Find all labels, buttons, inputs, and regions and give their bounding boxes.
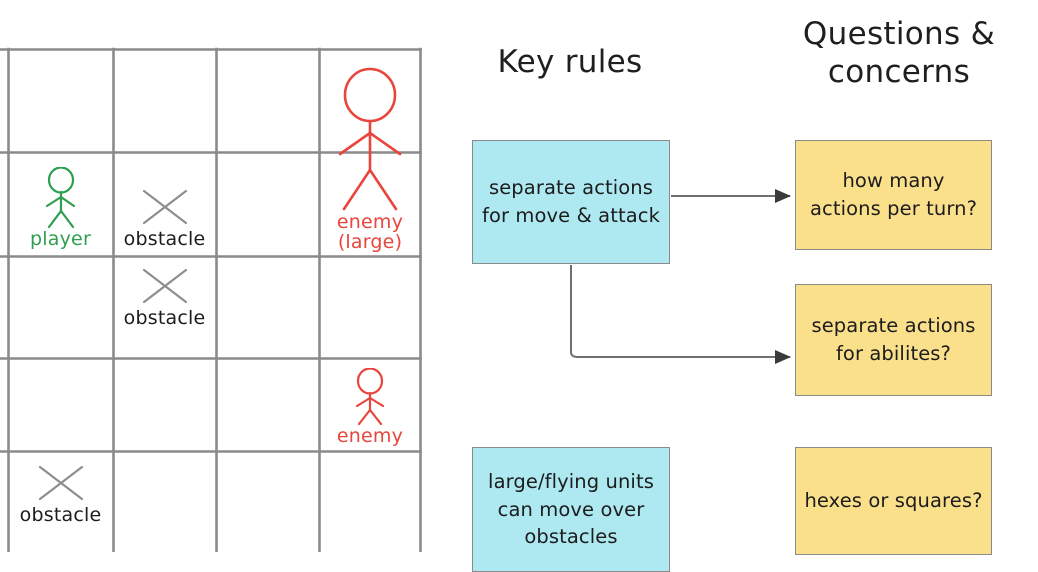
node-large-flying-units[interactable]: large/flying units can move over obstacl…: [472, 447, 670, 572]
grid-cell-obstacle-r1c1[interactable]: obstacle: [113, 152, 216, 256]
cell-label-obstacle-r2c1: obstacle: [123, 307, 206, 329]
node-separate-actions-move-attack[interactable]: separate actions for move & attack: [472, 140, 670, 264]
enemy-stick-figure-icon: [344, 367, 396, 426]
cell-label-player: player: [30, 228, 91, 251]
player-stick-figure-icon: [35, 166, 87, 229]
connector-move-attack-to-abilities: [570, 265, 791, 364]
cell-label-enemy-large-line2: (large): [337, 231, 403, 254]
obstacle-x-icon: [32, 461, 90, 505]
grid-cell-obstacle-r4c0[interactable]: obstacle: [8, 451, 113, 552]
questions-heading-line1: Questions &: [802, 16, 996, 52]
node-separate-actions-abilities[interactable]: separate actions for abilites?: [795, 284, 992, 396]
cell-label-obstacle-r4c0: obstacle: [19, 504, 102, 526]
enemy-large-stick-figure-icon: [328, 64, 412, 212]
grid-lines: [0, 47, 422, 552]
questions-concerns-heading: Questions & concerns: [768, 16, 1030, 92]
cell-label-enemy-large-line1: enemy: [336, 210, 404, 233]
grid-cell-player[interactable]: player: [8, 152, 113, 256]
grid-cell-enemy[interactable]: enemy: [319, 358, 421, 451]
obstacle-x-icon: [136, 185, 194, 229]
tactics-grid-board: enemy (large) player: [0, 0, 440, 552]
cell-label-enemy: enemy: [336, 425, 404, 448]
grid-cell-enemy-large[interactable]: enemy (large): [319, 49, 421, 257]
obstacle-x-icon: [136, 264, 194, 308]
key-rules-heading: Key rules: [497, 44, 643, 80]
grid-cell-obstacle-r2c1[interactable]: obstacle: [113, 256, 216, 358]
node-how-many-actions-per-turn[interactable]: how many actions per turn?: [795, 140, 992, 250]
cell-label-obstacle-r1c1: obstacle: [123, 228, 206, 251]
node-hexes-or-squares[interactable]: hexes or squares?: [795, 447, 992, 555]
questions-heading-line2: concerns: [827, 53, 971, 90]
